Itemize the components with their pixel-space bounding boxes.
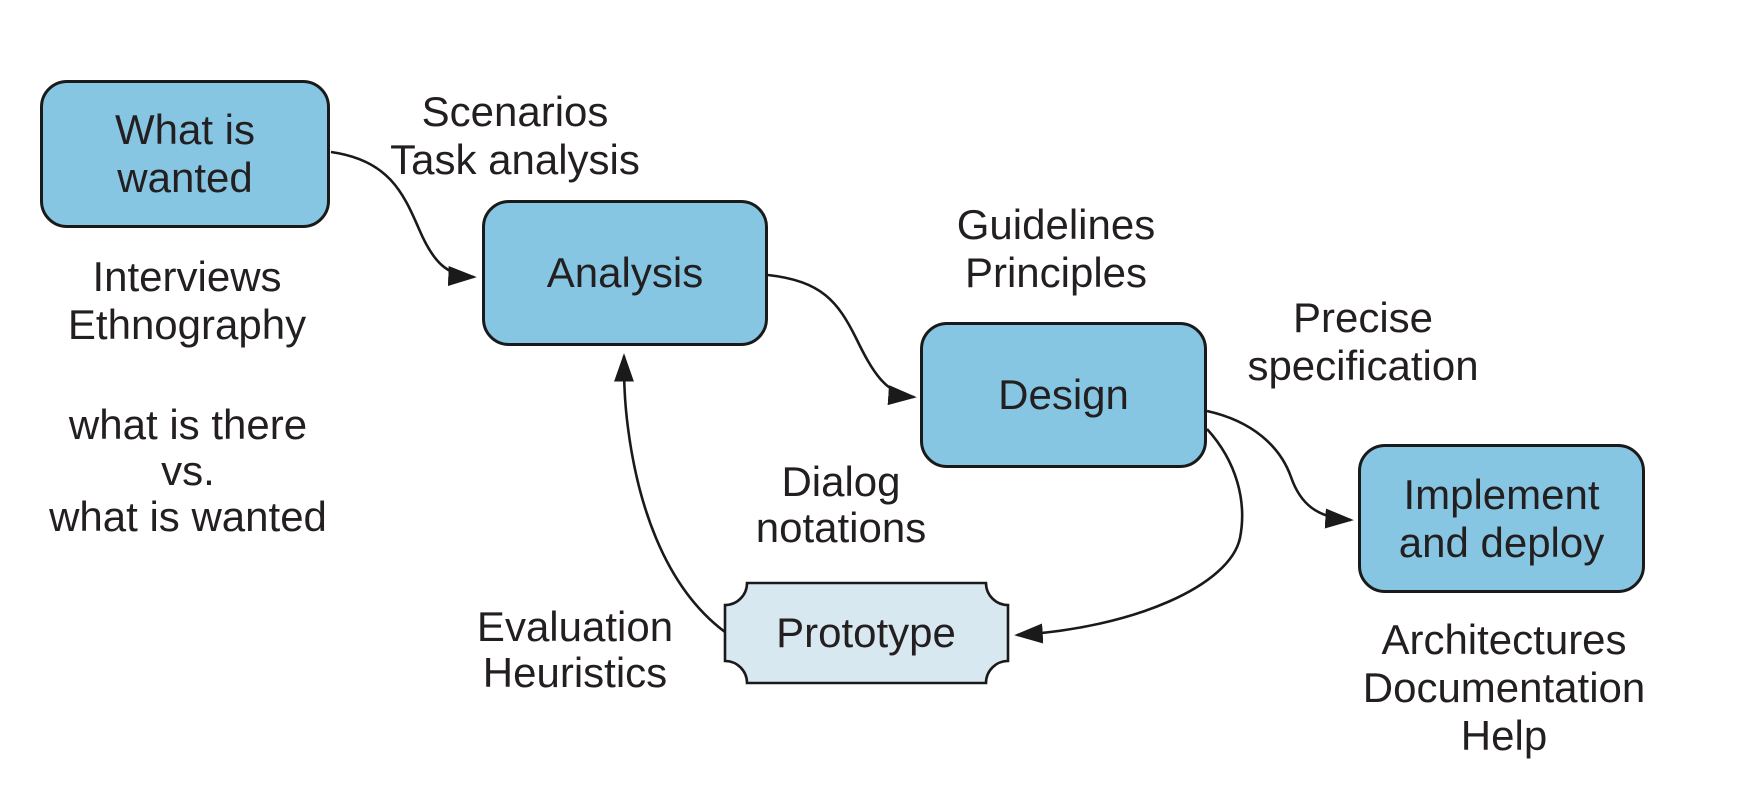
arrow-what-is-wanted-to-analysis <box>330 150 477 287</box>
annotation-scenarios: Scenarios Task analysis <box>390 88 640 183</box>
annotation-architectures-documentation-help: Architectures Documentation Help <box>1362 616 1646 759</box>
node-what-is-wanted: What is wanted <box>40 80 330 228</box>
node-implement-and-deploy: Implement and deploy <box>1358 444 1645 593</box>
arrow-design-to-implement <box>1206 409 1354 529</box>
annotation-evaluation-heuristics: Evaluation Heuristics <box>476 603 674 696</box>
annotation-what-is-there-vs-wanted: what is there vs. what is wanted <box>49 401 327 540</box>
arrow-prototype-to-analysis <box>613 353 726 634</box>
node-design: Design <box>920 322 1207 468</box>
arrow-design-to-prototype <box>1014 428 1244 644</box>
prototype-node-shape <box>723 581 1010 685</box>
annotation-dialog-notations: Dialog notations <box>755 458 927 551</box>
annotation-precise-specification: Precise specification <box>1247 294 1479 389</box>
annotation-guidelines: Guidelines Principles <box>956 201 1156 296</box>
annotation-interviews: Interviews Ethnography <box>67 253 307 348</box>
arrow-analysis-to-design <box>767 273 917 406</box>
node-prototype-label: Prototype <box>776 609 956 656</box>
node-analysis: Analysis <box>482 200 768 346</box>
